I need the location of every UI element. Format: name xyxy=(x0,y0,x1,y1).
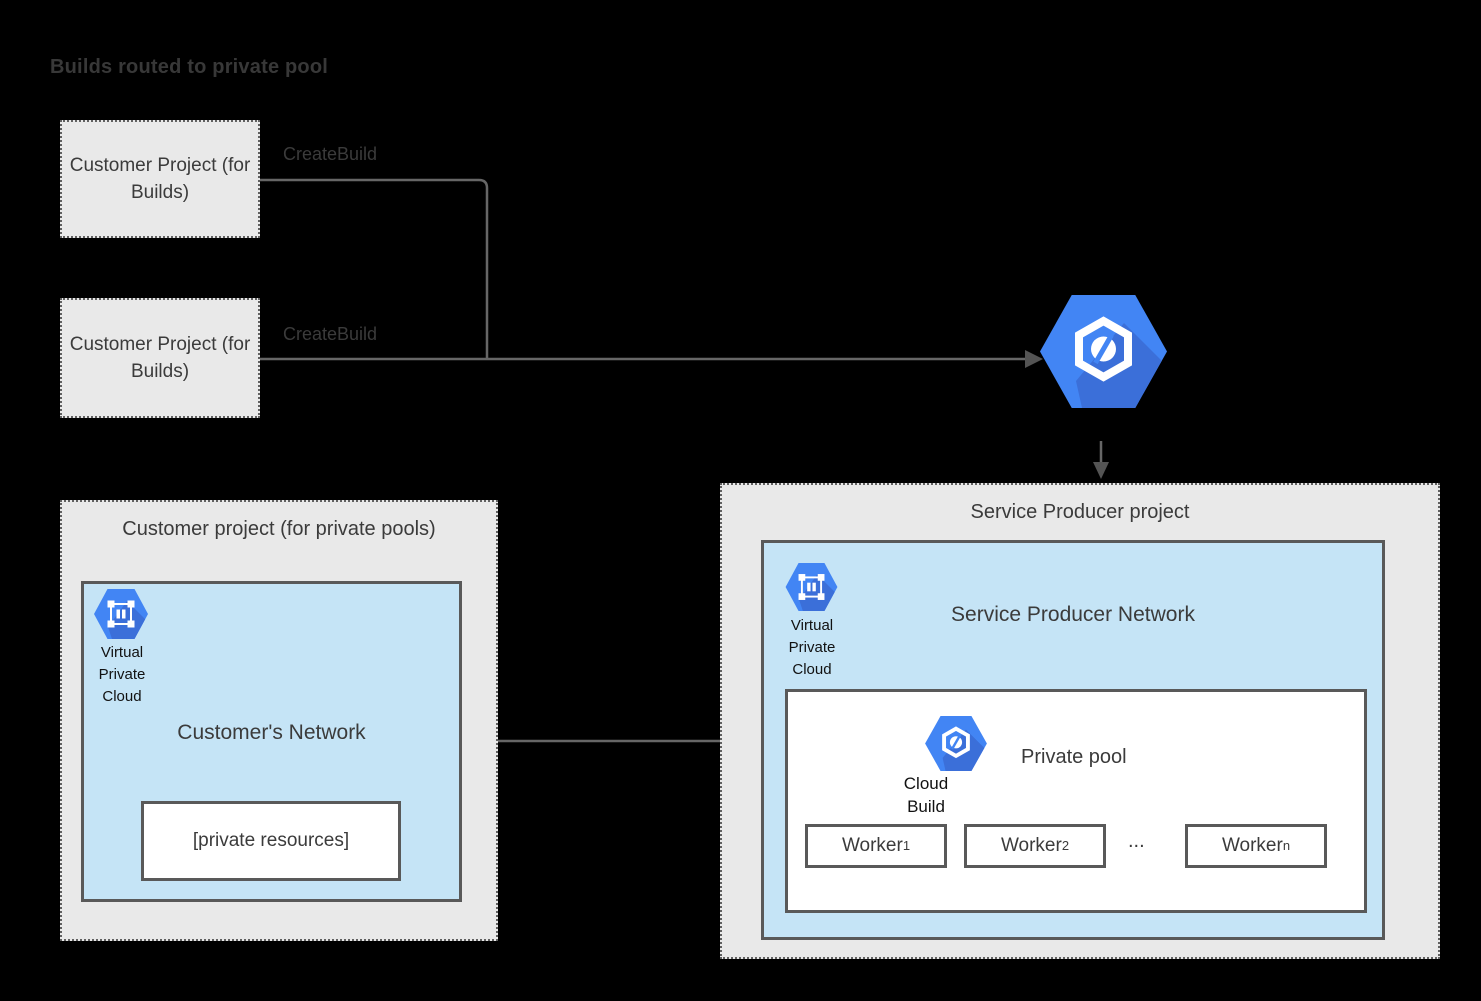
private-resources-label: [private resources] xyxy=(192,830,350,851)
createbuild-label-2: CreateBuild xyxy=(283,324,378,344)
worker-n-label: Worker xyxy=(1221,835,1283,856)
createbuild-label-1: CreateBuild xyxy=(283,144,378,164)
cloud-build-icon xyxy=(1040,295,1167,408)
worker-ellipsis: ... xyxy=(1128,830,1145,852)
customer-network-title: Customer's Network xyxy=(177,721,366,744)
customer-network: Virtual Private Cloud Customer's Network… xyxy=(81,581,462,902)
private-pool-title: Private pool xyxy=(1021,746,1127,768)
service-producer-network-title: Service Producer Network xyxy=(951,603,1195,626)
arrowhead-into-service-project xyxy=(1093,462,1109,479)
customer-build-project-1: Customer Project (for Builds) xyxy=(60,120,260,238)
customer-build-project-2: Customer Project (for Builds) xyxy=(60,298,260,418)
private-resources-box: [private resources] xyxy=(141,801,401,881)
diagram-title: Builds routed to private pool xyxy=(50,56,329,78)
customer-build-project-1-label: Customer Project (for Builds) xyxy=(69,155,251,203)
vpc-label: Virtual Private Cloud xyxy=(788,617,836,678)
vpc-icon xyxy=(785,563,838,611)
vpc-icon xyxy=(94,589,148,639)
cloud-build-label: Cloud Build xyxy=(903,774,949,816)
cloud-build-icon xyxy=(925,716,987,771)
worker-2-label: Worker xyxy=(1000,835,1062,856)
worker-1-label: Worker xyxy=(841,835,903,856)
service-producer-network: Virtual Private Cloud Service Producer N… xyxy=(761,540,1385,940)
customer-build-project-2-label: Customer Project (for Builds) xyxy=(69,334,251,382)
service-producer-project: Service Producer project Virtual Private… xyxy=(720,483,1440,959)
service-producer-project-title: Service Producer project xyxy=(970,501,1190,523)
vpc-label: Virtual Private Cloud xyxy=(98,644,146,705)
customer-pool-project-title: Customer project (for private pools) xyxy=(122,518,436,540)
customer-pool-project: Customer project (for private pools) Vir… xyxy=(60,500,498,941)
